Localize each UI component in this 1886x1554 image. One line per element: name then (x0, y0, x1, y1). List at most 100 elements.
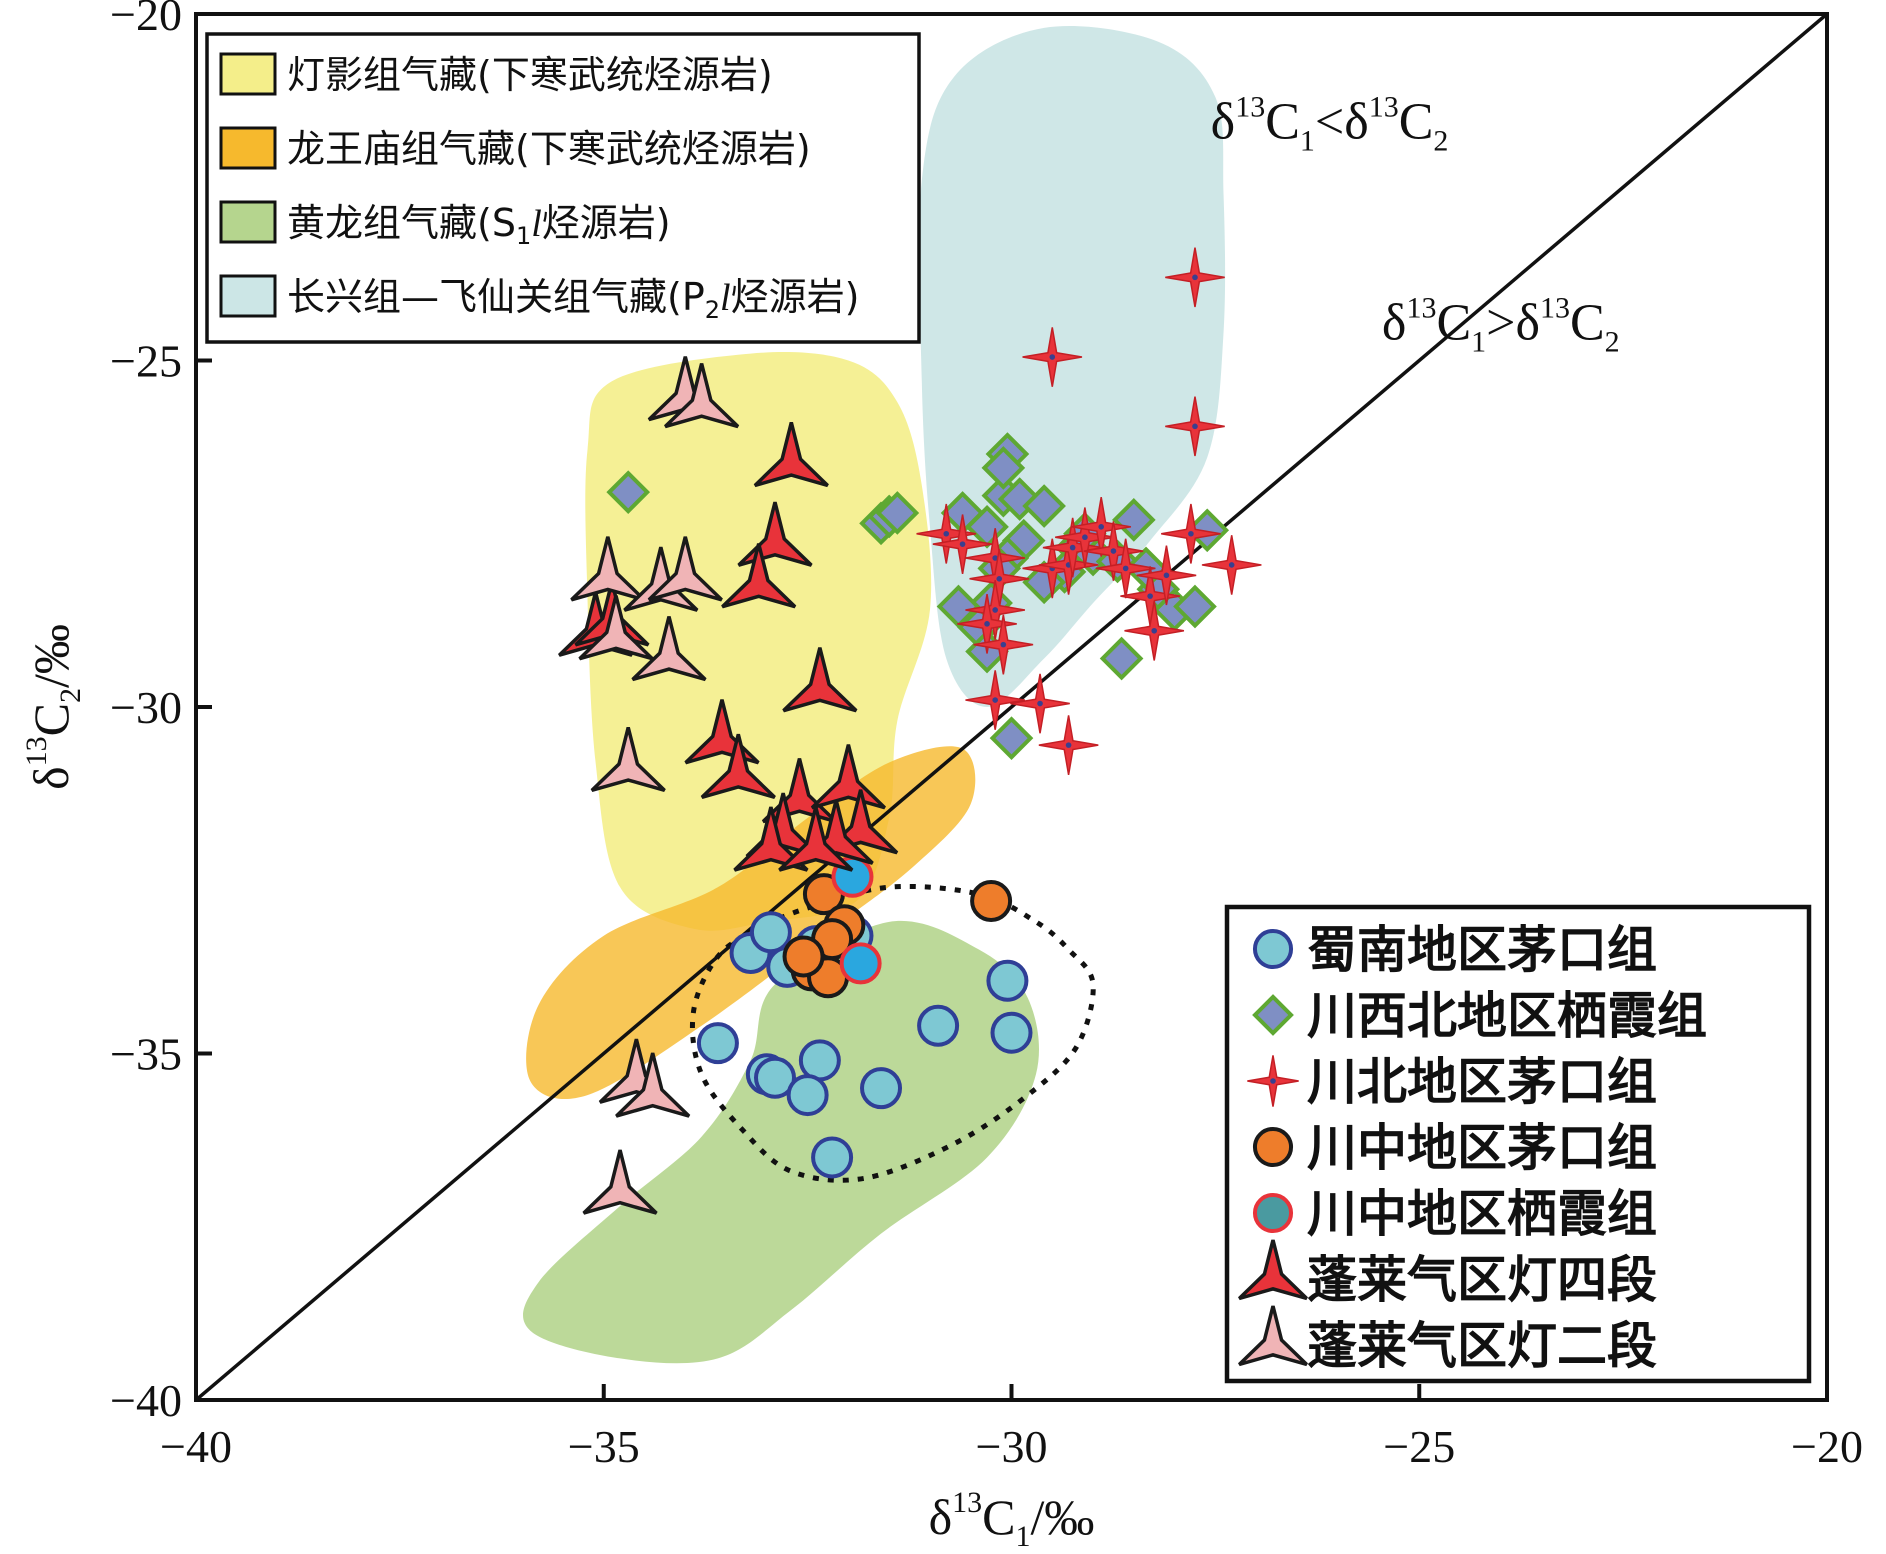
series-1-point-10 (1022, 484, 1066, 528)
series-2-point-14-center (1147, 593, 1153, 599)
marker-legend-label-4: 川中地区栖霞组 (1307, 1185, 1657, 1243)
series-0-point-4 (786, 1074, 829, 1117)
series-2-point-2-center (1192, 423, 1198, 430)
region-legend-box (205, 32, 921, 344)
series-2-point-16-center (1188, 530, 1194, 537)
y-tick-label-2: −30 (110, 682, 182, 733)
series-0-point-6 (811, 1136, 854, 1179)
marker-legend-symbol-2-center (1270, 1078, 1276, 1084)
series-2-point-13-center (1122, 565, 1129, 572)
series-0-point-7 (917, 1004, 960, 1047)
series-1-point-0 (606, 470, 651, 514)
series-1-point-18 (989, 716, 1034, 761)
x-tick-label-3: −25 (1383, 1421, 1455, 1472)
series-4 (831, 855, 882, 985)
series-3-point-6 (782, 935, 825, 978)
series-0-point-9 (986, 959, 1029, 1002)
series-6-point-7 (647, 536, 723, 602)
series-2-point-23-center (1037, 700, 1043, 707)
region-legend-swatch-3 (219, 274, 277, 318)
series-5-point-9 (733, 806, 809, 872)
series-0-point-2 (754, 1056, 797, 1099)
marker-legend-label-6: 蓬莱气区灯二段 (1307, 1317, 1657, 1375)
series-6-point-9 (615, 1052, 691, 1118)
marker-legend-label-5: 蓬莱气区灯四段 (1307, 1251, 1657, 1309)
series-2-point-10-center (1082, 534, 1088, 541)
y-tick-label-3: −25 (110, 336, 182, 387)
axis-ticks: −40−35−30−25−20−40−35−30−25−20 (110, 0, 1863, 1472)
annotations: δ13C1<δ13C2 δ13C1>δ13C2 (1211, 91, 1620, 359)
series-2-point-24-center (1065, 742, 1072, 748)
series-2-point-20-center (984, 621, 990, 627)
series-2-point-4-center (959, 541, 966, 547)
series-2-point-18-center (1151, 627, 1158, 634)
y-tick-label-1: −35 (110, 1029, 182, 1080)
series-2-point-6-center (996, 575, 1003, 582)
series-2-point-0-center (1192, 274, 1198, 281)
x-axis-label: δ13C1/‰ (929, 1486, 1095, 1553)
series-2-point-17-center (1228, 562, 1235, 568)
series-6-point-2 (570, 536, 646, 602)
marker-legend-symbol-6 (1238, 1305, 1308, 1367)
series-2-point-11-center (1098, 524, 1105, 530)
region-legend-swatch-0 (219, 52, 277, 96)
series-1-point-15 (936, 584, 981, 629)
series-1-point-25 (1111, 498, 1156, 542)
dashed-outline (689, 883, 1096, 1183)
series-6-point-1 (664, 363, 740, 429)
marker-legend-symbol-1 (1252, 994, 1294, 1036)
region-legend: 灯影组气藏(下寒武统烃源岩) 龙王庙组气藏(下寒武统烃源岩) 黄龙组气藏(S1l烃源… (205, 32, 921, 344)
region-legend-label-2: 黄龙组气藏(S1l烃源岩) (287, 201, 671, 250)
series-3-point-0 (970, 880, 1013, 923)
series-6-point-5 (631, 616, 707, 682)
series-1-point-30 (1099, 636, 1144, 681)
series-6 (570, 356, 740, 1215)
x-tick-label-2: −30 (976, 1421, 1048, 1472)
series-6-point-4 (578, 595, 654, 661)
series-5-point-6 (700, 733, 776, 799)
series-5-point-13 (778, 806, 854, 872)
y-tick-label-4: −20 (110, 0, 182, 40)
marker-legend-box (1224, 904, 1812, 1384)
marker-legend-symbol-5 (1238, 1239, 1308, 1301)
region-legend-label-3: 长兴组—飞仙关组气藏(P2l烃源岩) (287, 275, 859, 324)
series-0-point-0 (696, 1022, 739, 1065)
series-5-point-2 (721, 543, 797, 609)
series-2-point-1-center (1049, 354, 1056, 360)
series-2-point-3-center (943, 530, 950, 537)
marker-legend-label-1: 川西北地区栖霞组 (1307, 987, 1707, 1045)
region-2 (523, 920, 1040, 1364)
series-5-point-0 (753, 422, 829, 488)
marker-legend-symbol-3 (1252, 1126, 1294, 1168)
marker-legend-symbol-4 (1252, 1192, 1294, 1234)
series-2-point-19-center (992, 607, 998, 613)
region-legend-swatch-1 (219, 126, 277, 170)
data-points (558, 247, 1262, 1215)
y-axis-label: δ13C2/‰ (20, 624, 87, 790)
series-1-point-3 (875, 491, 920, 535)
series-2 (916, 247, 1262, 775)
series-5-point-10 (810, 744, 886, 810)
annotation-0: δ13C1<δ13C2 (1211, 91, 1449, 158)
series-2-point-12-center (1110, 548, 1117, 554)
series-6-point-6 (590, 726, 666, 793)
series-0-point-3 (798, 1039, 841, 1082)
region-legend-label-1: 龙王庙组气藏(下寒武统烃源岩) (287, 127, 811, 171)
region-legend-swatch-2 (219, 200, 277, 244)
series-0-point-5 (860, 1067, 903, 1110)
series-6-point-10 (582, 1149, 658, 1215)
marker-legend-label-0: 蜀南地区茅口组 (1307, 921, 1657, 979)
reference-line-1to1 (194, 12, 1829, 1402)
series-1-point-28 (1173, 584, 1217, 629)
series-2-point-21-center (1000, 641, 1007, 648)
series-1-point-8 (981, 446, 1026, 490)
series-2-point-15-center (1163, 572, 1170, 579)
x-tick-label-4: −20 (1791, 1421, 1863, 1472)
annotation-1: δ13C1>δ13C2 (1382, 292, 1620, 359)
marker-legend-label-3: 川中地区茅口组 (1307, 1119, 1657, 1177)
marker-legend: 蜀南地区茅口组川西北地区栖霞组川北地区茅口组川中地区茅口组川中地区栖霞组蓬莱气区… (1224, 904, 1812, 1384)
series-2-point-22-center (992, 697, 998, 703)
series-0-point-8 (990, 1011, 1033, 1054)
region-legend-label-0: 灯影组气藏(下寒武统烃源岩) (287, 53, 773, 97)
